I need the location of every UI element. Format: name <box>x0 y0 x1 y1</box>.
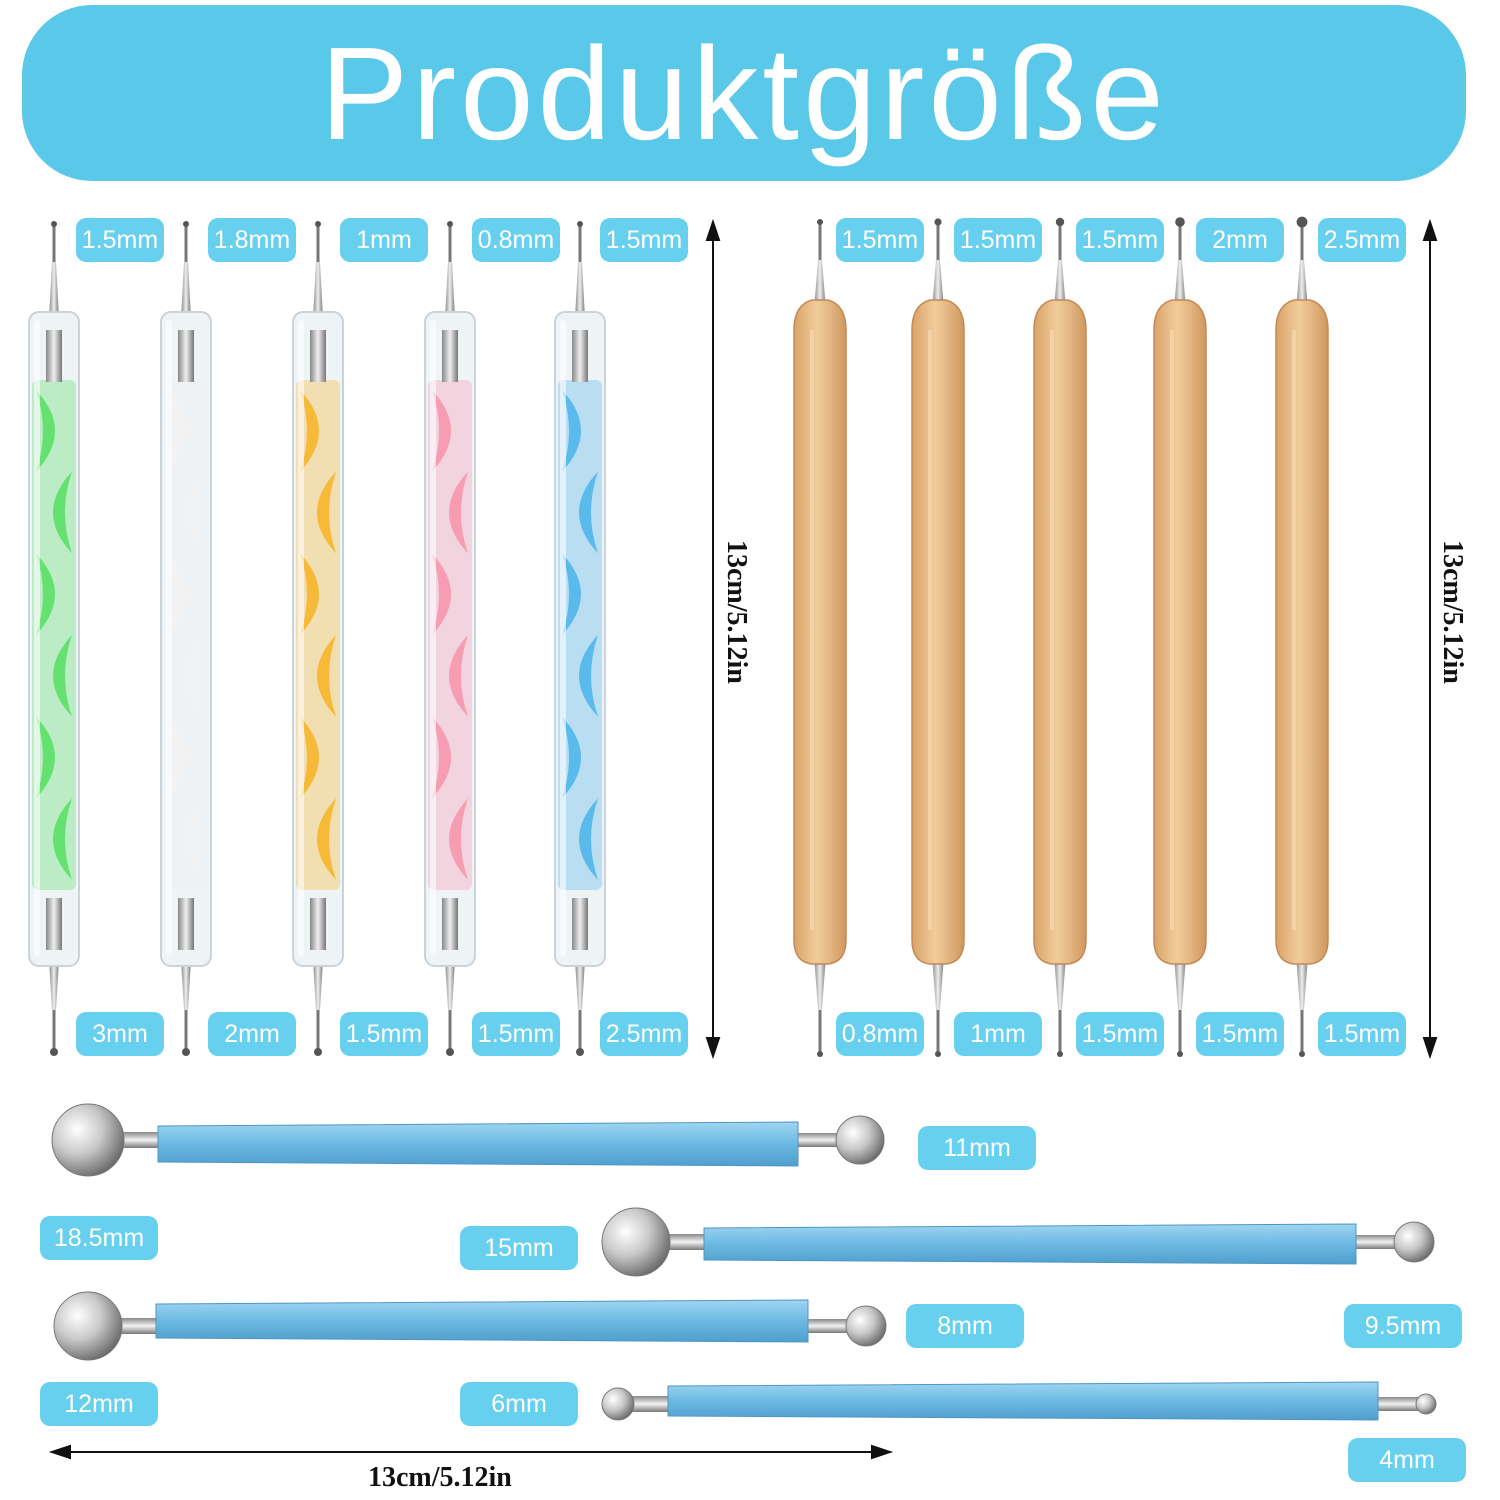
ball-size-6mm: 6mm <box>460 1382 578 1426</box>
ball-size-15mm: 15mm <box>460 1226 578 1270</box>
wood-top-size-2: 1.5mm <box>954 218 1042 262</box>
wood-bottom-size-1: 0.8mm <box>836 1012 924 1056</box>
acrylic-bottom-size-2: 2mm <box>208 1012 296 1056</box>
title-banner: Produktgröße <box>22 5 1466 181</box>
acrylic-bottom-size-1: 3mm <box>76 1012 164 1056</box>
wood-top-size-4: 2mm <box>1196 218 1284 262</box>
acrylic-dotting-tool-4 <box>424 221 476 1056</box>
ball-size-4mm: 4mm <box>1348 1438 1466 1482</box>
acrylic-bottom-size-4: 1.5mm <box>472 1012 560 1056</box>
wood-top-size-3: 1.5mm <box>1076 218 1164 262</box>
acrylic-dotting-tool-5 <box>554 221 606 1056</box>
wood-bottom-size-4: 1.5mm <box>1196 1012 1284 1056</box>
ball-size-9-5mm: 9.5mm <box>1344 1304 1462 1348</box>
acrylic-top-size-2: 1.8mm <box>208 218 296 262</box>
wood-bottom-size-5: 1.5mm <box>1318 1012 1406 1056</box>
ball-stylus-tool-4 <box>601 1381 1437 1421</box>
wood-dotting-tool-3 <box>1033 217 1087 1057</box>
acrylic-dotting-tool-2 <box>160 221 212 1056</box>
wood-length-label: 13cm/5.12in <box>1437 540 1468 684</box>
acrylic-bottom-size-3: 1.5mm <box>340 1012 428 1056</box>
acrylic-top-size-4: 0.8mm <box>472 218 560 262</box>
ball-stylus-tool-2 <box>601 1207 1435 1277</box>
acrylic-length-label: 13cm/5.12in <box>721 540 752 684</box>
wood-top-size-1: 1.5mm <box>836 218 924 262</box>
ball-stylus-tool-1 <box>51 1103 885 1177</box>
ball-size-11mm: 11mm <box>918 1126 1036 1170</box>
wood-bottom-size-3: 1.5mm <box>1076 1012 1164 1056</box>
acrylic-top-size-5: 1.5mm <box>600 218 688 262</box>
wood-dotting-tool-1 <box>793 219 847 1057</box>
ball-size-12mm: 12mm <box>40 1382 158 1426</box>
ball-size-8mm: 8mm <box>906 1304 1024 1348</box>
acrylic-dotting-tool-1 <box>28 221 80 1056</box>
acrylic-dotting-tool-3 <box>292 221 344 1056</box>
wood-dotting-tool-4 <box>1153 217 1207 1057</box>
wood-dotting-tool-2 <box>911 218 965 1057</box>
wood-top-size-5: 2.5mm <box>1318 218 1406 262</box>
page-title: Produktgröße <box>320 19 1168 167</box>
ball-length-label: 13cm/5.12in <box>368 1462 512 1493</box>
wood-dotting-tool-5 <box>1275 216 1329 1057</box>
ball-size-18-5mm: 18.5mm <box>40 1216 158 1260</box>
acrylic-top-size-3: 1mm <box>340 218 428 262</box>
acrylic-bottom-size-5: 2.5mm <box>600 1012 688 1056</box>
ball-stylus-tool-3 <box>53 1291 887 1361</box>
wood-bottom-size-2: 1mm <box>954 1012 1042 1056</box>
acrylic-top-size-1: 1.5mm <box>76 218 164 262</box>
